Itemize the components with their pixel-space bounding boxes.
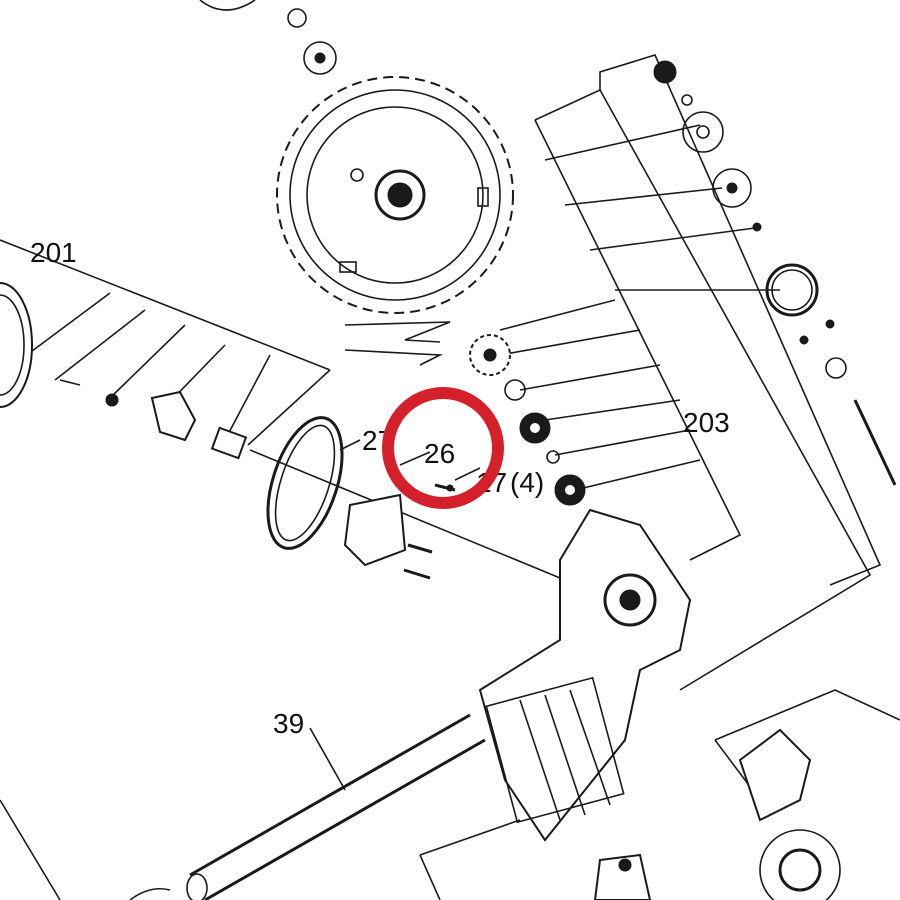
center-parts-chain (344, 321, 586, 506)
bracket-with-screws (343, 483, 456, 580)
highlight-circle (382, 387, 504, 509)
gearbox-housing (478, 508, 692, 842)
toothed-sprocket-wheel (276, 76, 514, 314)
part-label-26: 26 (424, 438, 455, 469)
callout-group-203 (499, 54, 882, 691)
left-motor-housing (0, 282, 248, 460)
part-label-39: 39 (273, 708, 304, 739)
o-ring-seal (266, 416, 344, 550)
part-label-17-count: (4) (510, 467, 544, 498)
part-label-203: 203 (683, 407, 730, 438)
shaft-39 (0, 713, 486, 900)
lower-right-assembly (419, 689, 900, 900)
label-leaders (339, 439, 481, 481)
top-washers (199, 0, 337, 75)
right-parts-stack (653, 60, 897, 486)
part-label-201: 201 (30, 237, 77, 268)
